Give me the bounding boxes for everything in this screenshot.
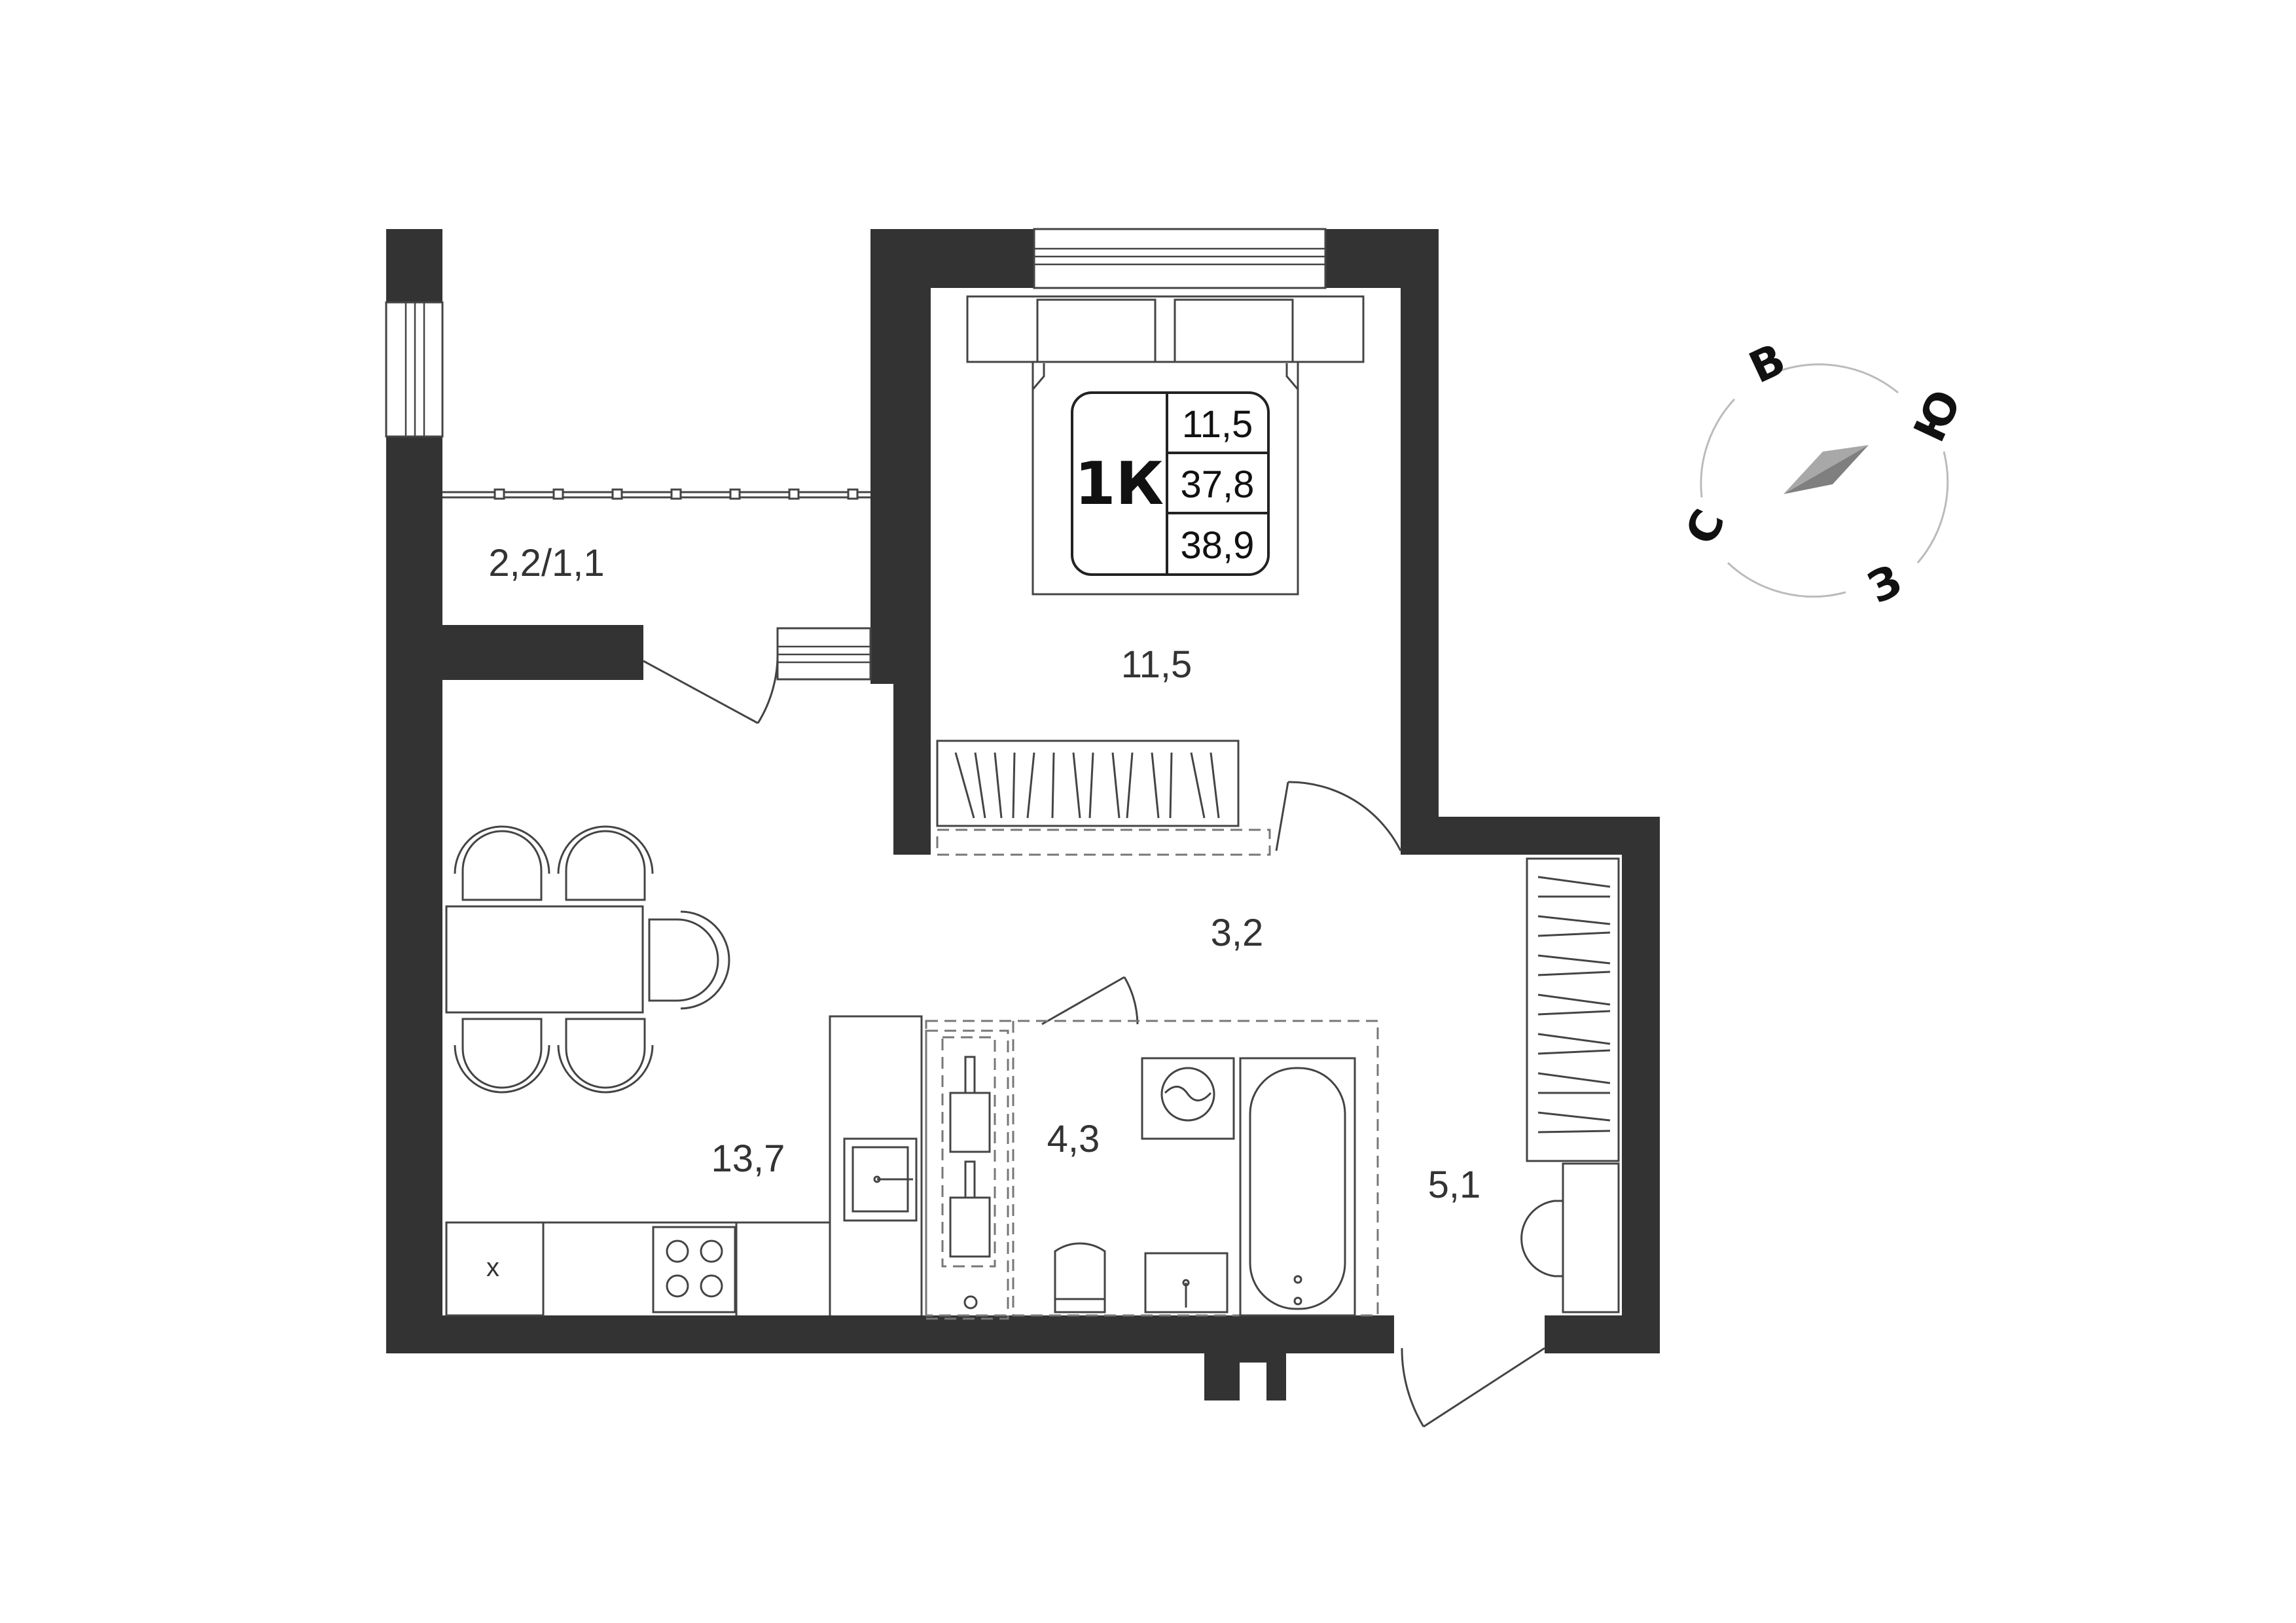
wardrobe-bedroom bbox=[936, 740, 1271, 856]
compass-arrow-shade-icon bbox=[1784, 445, 1869, 494]
compass-ring-arc-3 bbox=[1727, 562, 1846, 598]
bathtub bbox=[1239, 1057, 1356, 1317]
compass-east: В bbox=[1742, 334, 1793, 393]
wall-bedroom-right bbox=[1401, 229, 1439, 855]
badge-living-area: 11,5 bbox=[1182, 403, 1253, 446]
washing-machine bbox=[1141, 1057, 1235, 1140]
window-balcony bbox=[385, 301, 444, 438]
area-hall: 3,2 bbox=[1211, 912, 1264, 954]
wall-balcony bbox=[442, 625, 643, 680]
stove bbox=[652, 1226, 736, 1313]
door-bedroom bbox=[1275, 781, 1402, 851]
dining-table bbox=[445, 905, 644, 1014]
wall-entrance-right bbox=[1622, 817, 1660, 1353]
fridge: x bbox=[445, 1221, 545, 1317]
wall-bottom bbox=[386, 1315, 1394, 1353]
wall-bedroom-left-upper bbox=[870, 229, 931, 684]
compass-north: С bbox=[1676, 502, 1734, 552]
wardrobe-entrance bbox=[1526, 857, 1620, 1162]
area-balcony: 2,2/1,1 bbox=[488, 542, 604, 584]
compass-west: З bbox=[1860, 555, 1909, 614]
bathroom-outline bbox=[925, 1020, 1379, 1317]
badge-total-with-balcony: 38,9 bbox=[1181, 524, 1255, 567]
entrance-bench bbox=[1520, 1162, 1620, 1313]
area-bathroom: 4,3 bbox=[1047, 1118, 1100, 1160]
area-entrance: 5,1 bbox=[1428, 1164, 1481, 1206]
apartment-badge: 1К 11,5 37,8 38,9 bbox=[1071, 391, 1270, 576]
door-entrance bbox=[1401, 1347, 1545, 1428]
toilet bbox=[1054, 1242, 1106, 1313]
door-balcony bbox=[643, 651, 779, 724]
compass: В Ю З С bbox=[1676, 334, 1971, 613]
badge-total-area: 37,8 bbox=[1181, 463, 1255, 506]
fridge-mark: x bbox=[486, 1253, 499, 1282]
chairs bbox=[454, 825, 730, 1094]
wall-entrance-top bbox=[1401, 817, 1660, 855]
compass-ring-arc-4 bbox=[1700, 398, 1736, 498]
window-bedroom bbox=[1033, 228, 1327, 289]
balcony-railing bbox=[442, 488, 870, 500]
badge-rooms: 1К bbox=[1075, 450, 1164, 518]
area-bedroom: 11,5 bbox=[1121, 643, 1193, 686]
wall-bedroom-left-lower bbox=[893, 681, 931, 855]
bathroom-sink bbox=[1144, 1252, 1229, 1313]
door-bathroom bbox=[1041, 976, 1139, 1026]
wall-bedroom-top-left bbox=[870, 229, 1034, 288]
compass-south: Ю bbox=[1904, 382, 1971, 450]
area-kitchen-living: 13,7 bbox=[711, 1137, 785, 1180]
compass-ring-arc-2 bbox=[1916, 451, 1949, 563]
window-balcony-door bbox=[776, 627, 872, 681]
boiler-shaft bbox=[925, 1029, 1009, 1320]
badge-frame bbox=[1071, 391, 1270, 576]
wall-niche-top bbox=[1204, 1348, 1286, 1363]
kitchen-sink bbox=[843, 1137, 918, 1222]
compass-ring-arc-1 bbox=[1773, 363, 1899, 394]
